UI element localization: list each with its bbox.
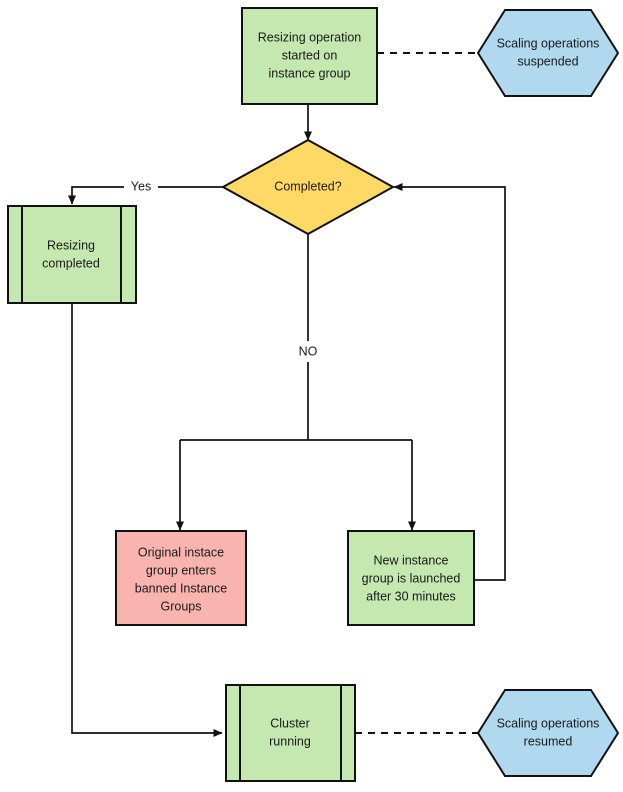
original-group-banned-line-4: Groups [161,599,202,613]
resizing-started-line-3: instance group [268,66,350,80]
scaling-suspended-line-1: Scaling operations [497,36,600,50]
original-group-banned-box[interactable] [115,530,247,626]
resizing-started-box[interactable] [241,7,378,105]
edge-label-no-backdrop [292,342,324,361]
node-original-group-banned[interactable]: Original instace group enters banned Ins… [115,530,247,626]
resizing-completed-box[interactable] [7,205,137,304]
new-group-launched-line-2: group is launched [362,571,461,585]
edge-label-yes-group: Yes [124,178,158,196]
scaling-suspended-hexagon[interactable] [476,9,620,97]
edge-new-group-to-decision [393,183,506,581]
cluster-running-line-2: running [269,734,311,748]
scaling-suspended-line-2: suspended [517,54,578,68]
resizing-completed-line-1: Resizing [47,238,95,252]
node-resizing-completed[interactable]: Resizing completed [7,205,137,304]
new-group-launched-box[interactable] [347,530,475,626]
completed-decision-label: Completed? [274,179,341,193]
node-scaling-resumed[interactable]: Scaling operations resumed [476,689,620,777]
node-completed-decision[interactable]: Completed? [220,138,396,236]
original-group-banned-line-3: banned Instance [135,581,227,595]
cluster-running-box[interactable] [225,684,356,782]
edge-label-no-group: NO [292,342,324,361]
scaling-resumed-line-2: resumed [524,734,573,748]
node-new-group-launched[interactable]: New instance group is launched after 30 … [347,530,475,626]
scaling-resumed-line-1: Scaling operations [497,716,600,730]
cluster-running-line-1: Cluster [270,716,310,730]
original-group-banned-line-1: Original instace [138,545,224,559]
edge-label-no: NO [299,344,318,358]
node-resizing-started[interactable]: Resizing operation started on instance g… [241,7,378,105]
scaling-resumed-hexagon[interactable] [476,689,620,777]
resizing-started-line-1: Resizing operation [258,30,362,44]
edge-decision-yes [68,186,228,205]
completed-decision-diamond[interactable] [220,138,396,236]
edge-label-yes: Yes [131,179,151,193]
resizing-completed-line-2: completed [42,256,100,270]
new-group-launched-line-1: New instance [373,553,448,567]
new-group-launched-line-3: after 30 minutes [366,589,456,603]
node-cluster-running[interactable]: Cluster running [225,684,356,782]
resizing-started-line-2: started on [282,48,338,62]
original-group-banned-line-2: group enters [146,563,216,577]
node-scaling-suspended[interactable]: Scaling operations suspended [476,9,620,97]
edge-label-yes-backdrop [124,178,158,196]
edge-completed-to-cluster [71,303,223,737]
